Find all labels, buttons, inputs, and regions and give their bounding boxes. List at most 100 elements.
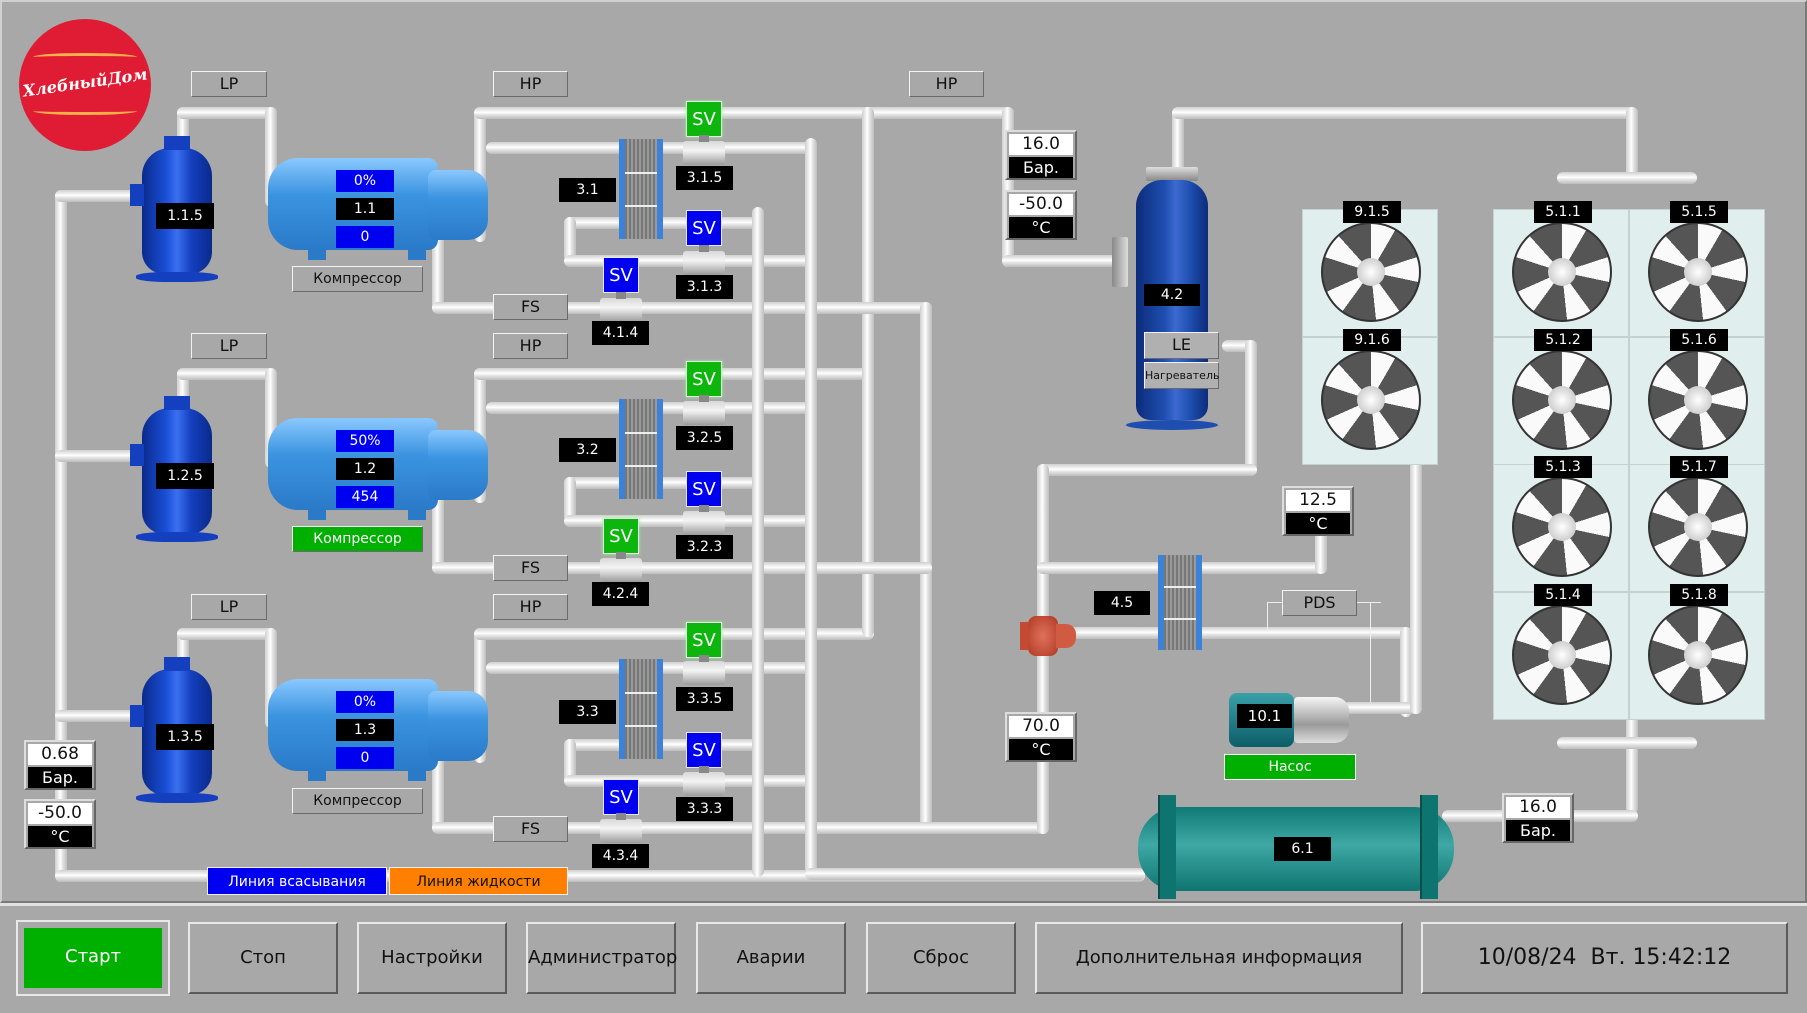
fs-label-3: FS bbox=[493, 816, 568, 842]
alarms-button[interactable]: Аварии bbox=[696, 922, 846, 994]
sv-4-1-4-tag: 4.1.4 bbox=[592, 321, 649, 345]
fan-5-1-5[interactable]: 5.1.5 bbox=[1629, 201, 1765, 337]
hp-label-1: HP bbox=[493, 71, 568, 97]
fan-5-1-1[interactable]: 5.1.1 bbox=[1493, 201, 1629, 337]
company-logo: ХлебныйДом bbox=[19, 19, 151, 151]
compressor-3-button[interactable]: Компрессор bbox=[292, 788, 423, 814]
hx-3-3-tag: 3.3 bbox=[559, 700, 616, 724]
sv-3-2-5-tag: 3.2.5 bbox=[676, 426, 733, 450]
level-switch-label: LE bbox=[1144, 332, 1219, 359]
separator-1[interactable]: 1.1.5 bbox=[130, 136, 218, 282]
lp-label-1: LP bbox=[191, 71, 267, 97]
receiver-temp-meter: -50.0 °C bbox=[1005, 190, 1077, 240]
valve-4-2-4 bbox=[600, 552, 642, 582]
heat-exchanger-3-3[interactable] bbox=[619, 659, 663, 759]
sv-3-2-3[interactable]: SV bbox=[686, 471, 722, 507]
sv-4-3-4[interactable]: SV bbox=[603, 779, 639, 815]
regulating-valve[interactable] bbox=[1020, 610, 1080, 662]
legend-liquid-line: Линия жидкости bbox=[389, 867, 568, 895]
sv-3-3-5[interactable]: SV bbox=[686, 622, 722, 658]
sv-3-2-3-tag: 3.2.3 bbox=[676, 535, 733, 559]
valve-3-1-3 bbox=[683, 245, 725, 275]
sv-3-2-5[interactable]: SV bbox=[686, 361, 722, 397]
compressor-2-button[interactable]: Компрессор bbox=[292, 526, 423, 552]
pump[interactable]: 10.1 bbox=[1229, 687, 1354, 749]
liquid-receiver[interactable]: 4.2 LE Нагреватель bbox=[1112, 162, 1232, 432]
compressor-1-value: 0 bbox=[336, 226, 394, 248]
lp-label-3: LP bbox=[191, 594, 267, 620]
sv-4-2-4-tag: 4.2.4 bbox=[592, 582, 649, 606]
separator-2[interactable]: 1.2.5 bbox=[130, 396, 218, 542]
compressor-3-id: 1.3 bbox=[336, 719, 394, 741]
compressor-2[interactable]: 50% 1.2 454 bbox=[258, 404, 498, 524]
admin-button[interactable]: Администратор bbox=[526, 922, 677, 994]
compressor-1[interactable]: 0% 1.1 0 bbox=[258, 144, 498, 264]
heat-exchanger-3-1[interactable] bbox=[619, 139, 663, 239]
fan-9-1-6[interactable]: 9.1.6 bbox=[1302, 329, 1438, 465]
compressor-3-value: 0 bbox=[336, 747, 394, 769]
suction-temp-meter: -50.0 °C bbox=[24, 799, 96, 849]
water-out-temp-meter: 12.5 °C bbox=[1282, 486, 1354, 536]
compressor-3-load: 0% bbox=[336, 691, 394, 713]
compressor-2-load: 50% bbox=[336, 430, 394, 452]
pump-tag: 10.1 bbox=[1237, 704, 1292, 728]
fan-5-1-7[interactable]: 5.1.7 bbox=[1629, 456, 1765, 592]
fan-5-1-2[interactable]: 5.1.2 bbox=[1493, 329, 1629, 465]
sv-3-3-3-tag: 3.3.3 bbox=[676, 797, 733, 821]
datetime-display: 10/08/24 Вт. 15:42:12 bbox=[1421, 922, 1788, 994]
hx-3-1-tag: 3.1 bbox=[559, 178, 616, 202]
heat-exchanger-3-2[interactable] bbox=[619, 399, 663, 499]
compressor-1-id: 1.1 bbox=[336, 198, 394, 220]
process-diagram: ХлебныйДом bbox=[0, 0, 1807, 903]
sv-3-3-3[interactable]: SV bbox=[686, 732, 722, 768]
separator-3[interactable]: 1.3.5 bbox=[130, 657, 218, 803]
settings-button[interactable]: Настройки bbox=[357, 922, 507, 994]
fan-5-1-8[interactable]: 5.1.8 bbox=[1629, 584, 1765, 720]
sv-3-1-3[interactable]: SV bbox=[686, 210, 722, 246]
hx-3-2-tag: 3.2 bbox=[559, 438, 616, 462]
plate-hx-tag: 4.5 bbox=[1094, 591, 1150, 615]
lp-label-2: LP bbox=[191, 333, 267, 359]
pds-label: PDS bbox=[1282, 590, 1357, 616]
plate-heat-exchanger-4-5[interactable] bbox=[1158, 555, 1202, 650]
info-button[interactable]: Дополнительная информация bbox=[1035, 922, 1403, 994]
compressor-1-button[interactable]: Компрессор bbox=[292, 266, 423, 292]
sv-3-1-3-tag: 3.1.3 bbox=[676, 275, 733, 299]
compressor-2-value: 454 bbox=[336, 486, 394, 508]
compressor-2-id: 1.2 bbox=[336, 458, 394, 480]
water-in-temp-meter: 70.0 °C bbox=[1005, 712, 1077, 762]
sv-4-2-4[interactable]: SV bbox=[603, 518, 639, 554]
fan-5-1-4[interactable]: 5.1.4 bbox=[1493, 584, 1629, 720]
heater-button[interactable]: Нагреватель bbox=[1144, 362, 1219, 389]
hp-label-3: HP bbox=[493, 594, 568, 620]
hp-label-2: HP bbox=[493, 333, 568, 359]
sv-4-3-4-tag: 4.3.4 bbox=[592, 844, 649, 868]
valve-3-2-3 bbox=[683, 505, 725, 535]
sv-4-1-4[interactable]: SV bbox=[603, 257, 639, 293]
sv-3-3-5-tag: 3.3.5 bbox=[676, 687, 733, 711]
pump-button[interactable]: Насос bbox=[1224, 754, 1356, 780]
receiver-tag: 4.2 bbox=[1144, 284, 1200, 306]
separator-1-tag: 1.1.5 bbox=[156, 203, 214, 229]
valve-3-3-3 bbox=[683, 766, 725, 796]
condenser-vessel[interactable]: 6.1 bbox=[1138, 795, 1458, 899]
fs-label-2: FS bbox=[493, 555, 568, 581]
compressor-1-load: 0% bbox=[336, 170, 394, 192]
compressor-3[interactable]: 0% 1.3 0 bbox=[258, 665, 498, 785]
logo-text: ХлебныйДом bbox=[21, 64, 149, 101]
fan-5-1-3[interactable]: 5.1.3 bbox=[1493, 456, 1629, 592]
hp-label-main: HP bbox=[909, 71, 984, 97]
start-button[interactable]: Старт bbox=[16, 920, 170, 996]
stop-button[interactable]: Стоп bbox=[188, 922, 338, 994]
sv-3-1-5-tag: 3.1.5 bbox=[676, 166, 733, 190]
condenser-vessel-tag: 6.1 bbox=[1274, 837, 1331, 861]
condenser-pressure-meter: 16.0 Бар. bbox=[1502, 793, 1574, 843]
fan-5-1-6[interactable]: 5.1.6 bbox=[1629, 329, 1765, 465]
legend-suction-line: Линия всасывания bbox=[207, 867, 387, 895]
valve-4-3-4 bbox=[600, 813, 642, 843]
separator-3-tag: 1.3.5 bbox=[156, 724, 214, 750]
valve-3-3-5 bbox=[683, 655, 725, 685]
fan-9-1-5[interactable]: 9.1.5 bbox=[1302, 201, 1438, 337]
sv-3-1-5[interactable]: SV bbox=[686, 101, 722, 137]
reset-button[interactable]: Сброс bbox=[866, 922, 1016, 994]
